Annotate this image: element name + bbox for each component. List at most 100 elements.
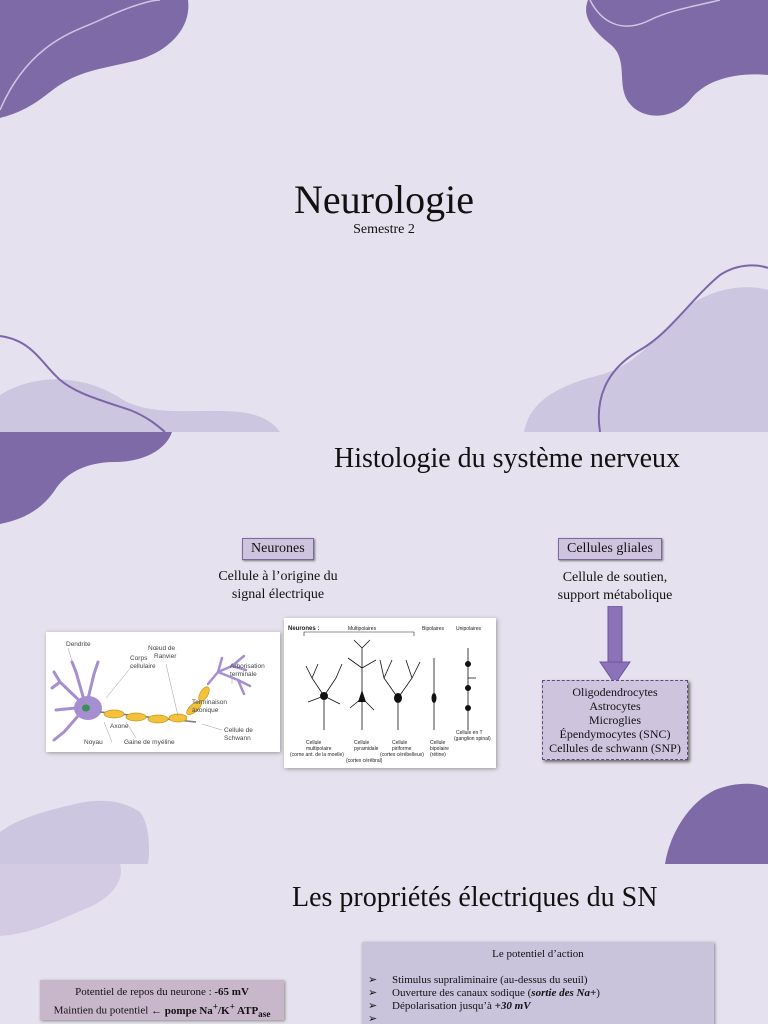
page-subtitle: Semestre 2 [353,222,415,237]
label-bipolaires: Bipolaires [422,626,444,632]
type1-line2: multipolaire [306,746,332,752]
label-unipolaires: Unipolaires [456,626,482,632]
action-potential-list: ➢ Stimulus supraliminaire (au-dessus du s… [368,974,714,1024]
rest-atp: ATP [234,1004,259,1017]
down-arrow-icon [599,606,631,685]
label-schwann-2: Schwann [224,735,251,742]
neuron-anatomy-image: Dendrite Corps cellulaire Nœud de Ranvie… [46,632,280,752]
blob-bottom-right [524,287,768,432]
arrow-bullet-icon: ➢ [368,1013,378,1024]
line-bottom-right [597,264,768,432]
blob-top-left [0,0,189,118]
glia-type-item: Microglies [589,713,641,727]
slide-proprietes: Les propriétés électriques du SN Le pote… [0,864,768,1024]
type2-line2: pyramidale [354,746,379,752]
blob-bottom-left-2 [0,800,150,864]
list-item: ➢ [368,1013,714,1024]
line-top-right [589,0,721,27]
slide-histologie: Histologie du système nerveux Neurones C… [0,432,768,864]
list-item-text: Dépolarisation jusqu’à [392,1000,495,1012]
type2-line3: (cortex cérébral) [346,758,383,764]
glia-type-item: Oligodendrocytes [572,685,658,699]
label-term-1: Terminaison [192,699,227,706]
rest-sub: ase [258,1008,271,1019]
list-item: ➢ Stimulus supraliminaire (au-dessus du s… [368,974,714,987]
type4-line3: (rétine) [430,752,446,758]
type3-line3: (cortex cérébelleux) [380,752,424,758]
label-noeud-2: Ranvier [154,653,177,660]
slide-title: Neurologie Semestre 2 [0,0,768,432]
rest-line-2: Maintien du potentiel ← pompe Na+/K+ ATP… [40,999,284,1021]
rest-line-1: Potentiel de repos du neurone : -65 mV [40,985,284,999]
list-item: ➢ Dépolarisation jusqu’à +30 mV [368,1000,714,1013]
blob-top-right [586,0,768,116]
neurones-label: Neurones [242,538,314,560]
label-noyau: Noyau [84,739,103,746]
blob-bottom-left [0,379,280,432]
section-title-proprietes: Les propriétés électriques du SN [292,882,658,913]
type5-line2: (ganglion spinal) [454,736,491,742]
rest-line1-text: Potentiel de repos du neurone : [75,986,215,998]
list-item-text: Stimulus supraliminaire (au-dessus du se… [392,974,588,986]
rest-sep: /K [218,1004,230,1017]
neurones-description: Cellule à l’origine du signal électrique [196,568,360,604]
list-item-tail: ) [596,987,600,999]
arrow-bullet-icon: ➢ [368,974,378,986]
glia-type-item: Cellules de schwann (SNP) [549,741,681,755]
label-gaine: Gaine de myéline [124,739,175,746]
rest-sup-1: + [212,1001,218,1011]
neuron-types-image: Neurones : Multipolaires Bipolaires Unip… [284,618,496,768]
type3-line2: piriforme [392,746,412,752]
arrow-bullet-icon: ➢ [368,987,378,999]
type4-line2: bipolaire [430,746,449,752]
action-potential-title: Le potentiel d’action [492,948,584,960]
blob-top-left-3 [0,864,121,936]
glia-types-box: Oligodendrocytes Astrocytes Microglies É… [542,680,688,760]
list-item-emphasis: +30 mV [494,1000,531,1012]
neuron-types-heading: Neurones : [288,626,319,632]
type1-line1: Cellule [306,740,322,746]
glia-desc-line2: support métabolique [557,588,673,603]
neuron-types-diagram: Neurones : Multipolaires Bipolaires Unip… [288,626,491,764]
resting-potential-box: Potentiel de repos du neurone : -65 mV M… [40,980,284,1020]
list-item-emphasis: sortie des Na+ [531,987,597,999]
section-title-histologie: Histologie du système nerveux [334,443,681,474]
label-corps-2: cellulaire [130,663,156,670]
label-schwann-1: Cellule de [224,727,253,734]
type2-line1: Cellule [354,740,370,746]
list-item: ➢ Ouverture des canaux sodique (sortie de… [368,987,714,1000]
arrow-bullet-icon: ➢ [368,1000,378,1012]
rest-pump-text: pompe Na [162,1004,213,1017]
neuron-anatomy-diagram: Dendrite Corps cellulaire Nœud de Ranvie… [50,641,265,746]
type4-line1: Cellule [430,740,446,746]
label-corps-1: Corps [130,655,148,662]
glia-type-item: Épendymocytes (SNC) [559,727,671,741]
line-bottom-left [0,335,166,432]
neurones-desc-line1: Cellule à l’origine du [218,569,338,584]
glia-description: Cellule de soutien, support métabolique [530,569,700,605]
label-arbo-1: Arborisation [230,663,265,670]
label-term-2: axonique [192,707,219,714]
rest-line1-value: -65 mV [214,986,249,998]
left-arrow-icon: ← [151,1004,163,1017]
label-dendrite: Dendrite [66,641,91,648]
glia-label: Cellules gliales [558,538,662,560]
type5-line1: Cellule en T [456,730,483,736]
type1-line3: (corne ant. de la moelle) [290,752,344,758]
slide3-decor [0,864,121,936]
label-noeud-1: Nœud de [148,645,175,652]
label-multipolaires: Multipolaires [348,626,377,632]
type3-line1: Cellule [392,740,408,746]
glia-desc-line1: Cellule de soutien, [562,570,668,585]
line-top-left [0,0,161,111]
slide2-decor [0,432,768,864]
list-item-text: Ouverture des canaux sodique ( [392,987,532,999]
neurones-desc-line2: signal électrique [231,587,325,602]
page-title: Neurologie [294,177,474,222]
rest-line2-text: Maintien du potentiel [53,1004,152,1017]
blob-bottom-right-2 [665,783,768,864]
label-axone: Axone [110,723,129,730]
action-potential-box: Le potentiel d’action ➢ Stimulus supralim… [362,942,714,1024]
label-arbo-2: terminale [230,671,257,678]
glia-type-item: Astrocytes [589,699,641,713]
